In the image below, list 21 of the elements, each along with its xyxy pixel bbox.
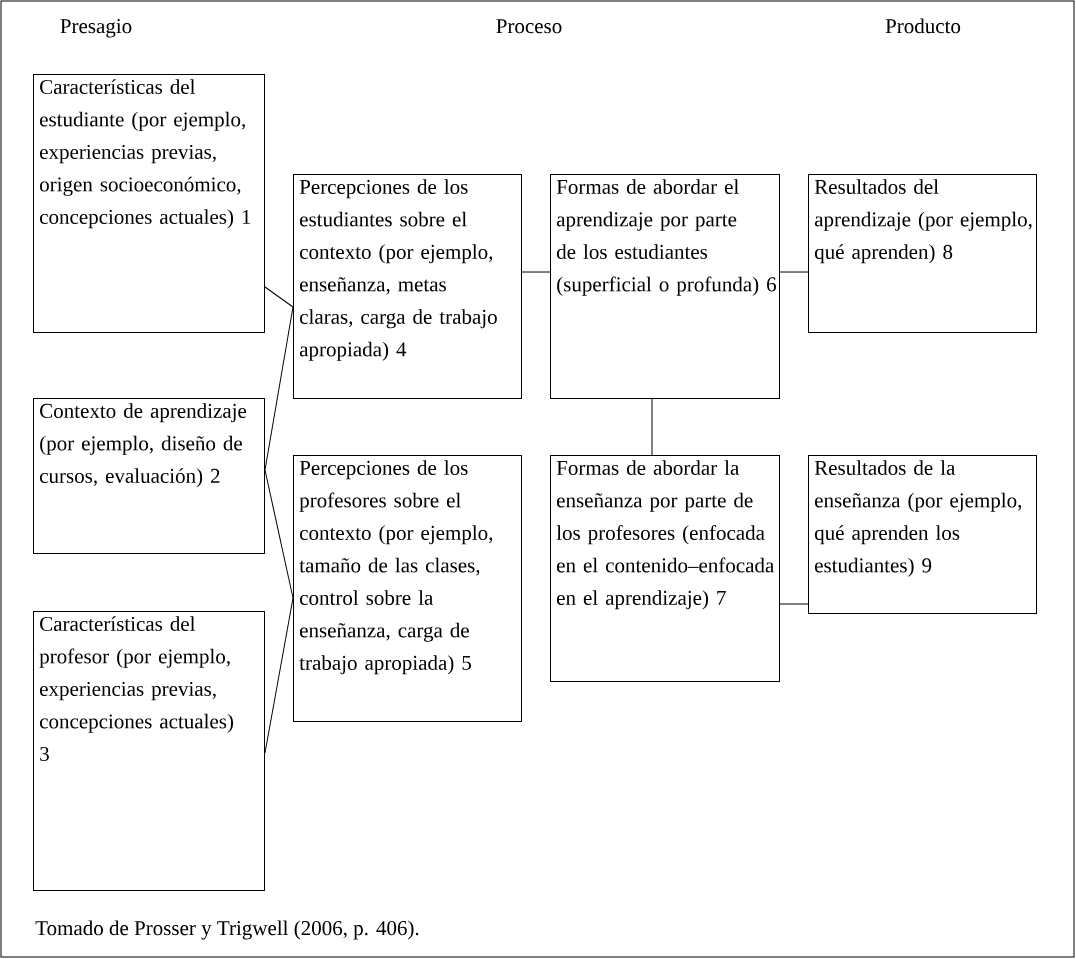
connector-line (264, 597, 294, 754)
text-box: Percepciones de los profesores sobre el contexto (por ejemplo, tamaño de las clases, control sobre la enseñanza, carga de trabajo apropiada) 5 (293, 455, 522, 722)
text-box: Características del profesor (por ejemplo, experiencias previas, concepciones actuales) 3 (33, 611, 265, 891)
text-box: Resultados del aprendizaje (por ejemplo, qué aprenden) 8 (808, 174, 1037, 333)
text-box: Percepciones de los estudiantes sobre el contexto (por ejemplo, enseñanza, metas claras, carga de trabajo apropiada) 4 (293, 174, 522, 399)
connector-line (779, 271, 809, 273)
column-heading: Proceso (496, 19, 562, 34)
text-box: Contexto de aprendizaje (por ejemplo, diseño de cursos, evaluación) 2 (33, 398, 265, 554)
column-heading: Producto (885, 18, 961, 34)
connector-line (264, 469, 294, 599)
connector-line (264, 286, 294, 308)
connector-line (651, 398, 653, 456)
text-box: Formas de abordar la enseñanza por parte de los profesores (enfocada en el contenido–enfocada en el aprendizaje) 7 (550, 455, 780, 682)
connector-line (521, 271, 551, 273)
text-box: Formas de abordar el aprendizaje por parte de los estudiantes (superficial o profunda) 6 (550, 174, 780, 399)
connector-line (264, 306, 294, 471)
column-heading: Presagio (60, 19, 132, 38)
text-box: Resultados de la enseñanza (por ejemplo, qué aprenden los estudiantes) 9 (808, 455, 1037, 614)
connector-line (779, 603, 809, 605)
caption: Tomado de Prosser y Trigwell (2006, p. 406). (35, 920, 419, 940)
text-box: Características del estudiante (por ejemplo, experiencias previas, origen socioeconómico, concepciones actuales) 1 (33, 74, 265, 333)
